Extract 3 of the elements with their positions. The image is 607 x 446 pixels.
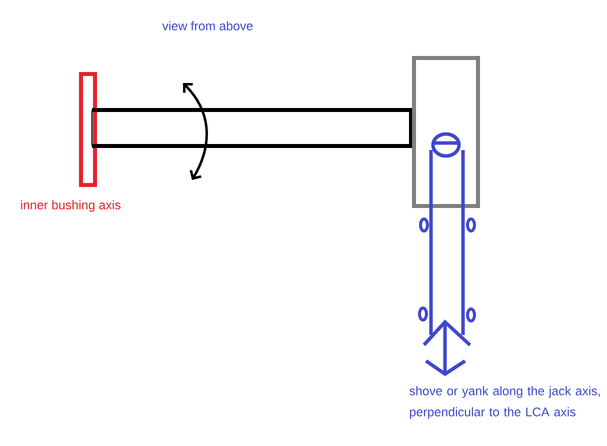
motion-note: shove or yank along the jack axis, perpendicular to the LCA axis (410, 386, 600, 419)
view-title: view from above (162, 21, 253, 30)
axis-label: inner bushing axis (21, 200, 120, 212)
